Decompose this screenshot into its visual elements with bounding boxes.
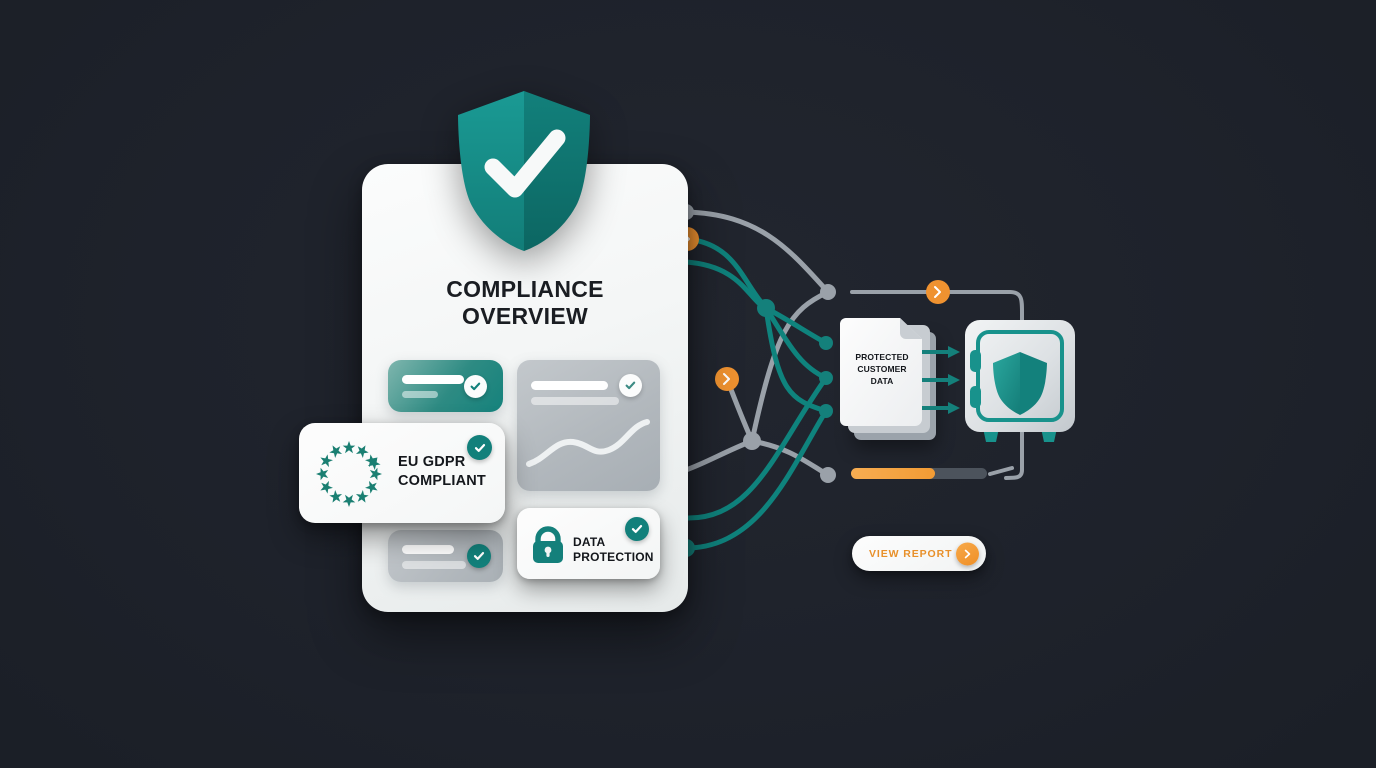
tile-bar-primary [402,375,464,384]
doc-line-2: CUSTOMER [857,364,907,375]
page-title: COMPLIANCE OVERVIEW [362,276,688,329]
connector-node[interactable] [757,299,775,317]
lock-icon [533,526,563,563]
document-icon [840,318,922,426]
data-protection-card[interactable]: DATA PROTECTION [517,508,660,579]
view-report-button[interactable]: VIEW REPORT [852,536,986,571]
connector-node[interactable] [819,404,833,418]
view-report-label: VIEW REPORT [869,547,953,560]
title-line-2: OVERVIEW [462,302,588,329]
progress-bar-track[interactable] [851,468,987,479]
connector-node[interactable] [819,371,833,385]
connector-node[interactable] [820,467,836,483]
check-circle-icon [625,517,649,541]
gdpr-badge-label: EU GDPR COMPLIANT [398,453,486,490]
safe-vault-icon[interactable] [961,316,1079,448]
connector-node[interactable] [819,336,833,350]
chevron-node-mid[interactable] [715,367,739,391]
gdpr-line-1: EU GDPR [398,454,466,470]
chevron-node-safe[interactable] [926,280,950,304]
protected-customer-data-document[interactable]: PROTECTED CUSTOMER DATA [840,318,960,440]
dp-line-2: PROTECTION [573,550,654,565]
card-tile-chart[interactable] [517,360,660,491]
shield-check-icon [458,91,590,251]
card-tile-gray[interactable] [388,530,503,582]
dp-line-1: DATA [573,535,606,549]
safe-door-frame [976,330,1064,422]
wave-line-chart [526,419,650,467]
safe-hinge-top [970,350,981,372]
check-circle-icon [467,544,491,568]
check-circle-icon [619,374,642,397]
gdpr-line-2: COMPLIANT [398,472,486,489]
chevron-right-icon [956,542,979,565]
tile-bar-secondary [402,391,438,398]
connector-node[interactable] [743,432,761,450]
tile-bar-primary [402,545,454,554]
safe-hinge-bottom [970,386,981,408]
check-circle-icon [464,375,487,398]
tile-bar-primary [531,381,608,390]
connector-node[interactable] [820,284,836,300]
doc-line-3: DATA [870,376,894,387]
data-protection-label: DATA PROTECTION [573,535,654,565]
doc-line-1: PROTECTED [855,352,909,362]
tile-bar-secondary [531,397,619,405]
eu-gdpr-compliant-badge[interactable]: EU GDPR COMPLIANT [299,423,505,523]
title-line-1: COMPLIANCE [446,276,604,302]
progress-bar-fill [851,468,936,479]
card-tile-teal[interactable] [388,360,503,412]
eu-stars-icon [316,441,382,507]
document-label: PROTECTED CUSTOMER DATA [848,351,916,387]
check-circle-icon [467,435,492,460]
arrow-right-icon-group [922,346,960,414]
tile-bar-secondary [402,561,466,569]
